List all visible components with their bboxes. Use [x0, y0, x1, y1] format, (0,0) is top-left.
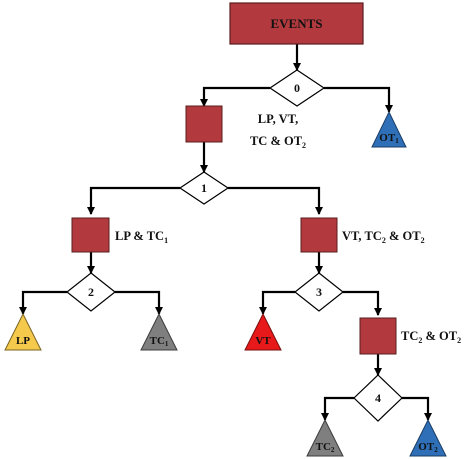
leaf-ot1: OT1 [371, 110, 407, 148]
event-node-3-label-sub2: 2 [421, 236, 425, 245]
decision-2: 2 [66, 272, 116, 312]
event-node-2-label-sub: 1 [164, 236, 168, 245]
decision-0-label: 0 [294, 81, 300, 95]
event-node-4-box [359, 317, 397, 355]
leaf-lp-label: LP [16, 335, 30, 347]
edge-d0-ot1 [324, 86, 393, 113]
decision-4-label: 4 [375, 391, 381, 405]
root-events-label: EVENTS [270, 16, 322, 31]
event-node-4-label: TC2 & OT2 [401, 329, 461, 345]
event-node-4-label-part2: & OT [422, 329, 457, 343]
leaf-tc2-triangle [306, 418, 344, 457]
connectors [19, 44, 432, 421]
decision-0-diamond [268, 69, 326, 107]
edge-d4-tc2 [321, 396, 354, 421]
decision-3-label: 3 [316, 285, 322, 299]
edge-d2-lp [19, 290, 67, 315]
event-node-4-label-part1: TC [401, 329, 418, 343]
leaf-ot1-label: OT1 [379, 132, 399, 145]
decision-1-label: 1 [201, 181, 207, 195]
leaf-ot2: OT2 [409, 418, 447, 457]
event-node-1-label-line1: LP, VT, [258, 112, 298, 126]
leaf-tc2-label: TC2 [316, 441, 335, 454]
event-node-2: LP & TC1 [71, 217, 168, 253]
edge-d4-ot2 [402, 396, 432, 421]
event-node-2-box [71, 217, 110, 253]
decision-0: 0 [268, 69, 326, 107]
edge-d1-left [87, 186, 180, 215]
decision-3: 3 [294, 272, 344, 312]
event-node-3: VT, TC2 & OT2 [300, 217, 425, 253]
edge-d1-right [228, 186, 323, 215]
event-node-1-label-sub: 2 [302, 141, 306, 150]
decision-4-diamond [353, 374, 403, 422]
root-events-box [229, 2, 364, 45]
leaf-vt-label: VT [255, 335, 271, 347]
edge-d2-tc1 [115, 290, 163, 315]
decision-2-label: 2 [88, 285, 94, 299]
leaf-tc1-triangle [140, 312, 178, 351]
leaf-tc2: TC2 [306, 418, 344, 457]
leaf-vt: VT [244, 312, 282, 351]
event-node-4-label-sub2: 2 [457, 336, 461, 345]
edge-d3-vt [259, 290, 295, 315]
edge-d0-left [200, 86, 270, 107]
event-node-3-box [300, 217, 338, 253]
decision-2-diamond [66, 272, 116, 312]
event-node-2-label-main: LP & TC [115, 229, 164, 243]
event-node-1-label-line2: TC & OT2 [250, 134, 306, 150]
event-node-3-label-sub1: 2 [382, 236, 386, 245]
event-node-3-label-part1: VT, TC [342, 229, 382, 243]
edge-d3-right [343, 290, 382, 316]
leaf-tc1: TC1 [140, 312, 178, 351]
leaf-vt-triangle [244, 312, 282, 351]
event-node-1-label-main: TC & OT [250, 134, 303, 148]
leaf-ot2-triangle [409, 418, 447, 457]
leaf-lp: LP [4, 312, 42, 351]
decision-4: 4 [353, 374, 403, 422]
leaf-ot1-triangle [371, 110, 407, 148]
event-node-2-label: LP & TC1 [115, 229, 168, 245]
leaf-ot2-label: OT2 [418, 441, 438, 454]
event-node-3-label-part2: & OT [386, 229, 421, 243]
root-node: EVENTS [229, 2, 364, 45]
event-node-3-label: VT, TC2 & OT2 [342, 229, 425, 245]
event-node-4: TC2 & OT2 [359, 317, 461, 355]
event-node-4-label-sub1: 2 [418, 336, 422, 345]
decision-1-diamond [178, 171, 230, 205]
decision-3-diamond [294, 272, 344, 312]
event-node-1-box [185, 105, 223, 143]
decision-1: 1 [178, 171, 230, 205]
event-node-1: LP, VT, TC & OT2 [185, 105, 306, 150]
leaf-tc1-label: TC1 [150, 335, 169, 348]
leaf-lp-triangle [4, 312, 42, 351]
